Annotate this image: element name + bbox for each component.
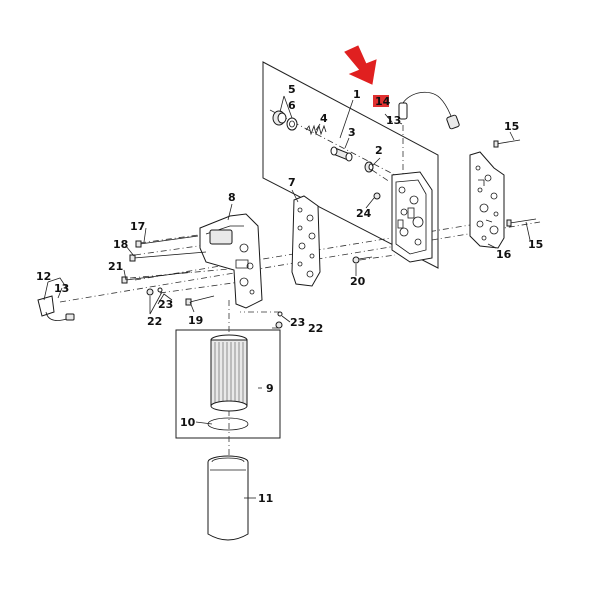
callout-10: 10 xyxy=(180,416,196,429)
part-filter-housing xyxy=(207,455,249,541)
filter-group-frame xyxy=(175,329,281,439)
part-filter-element xyxy=(210,334,248,412)
callout-14: 14 xyxy=(375,95,391,108)
callout-6: 6 xyxy=(288,99,296,112)
part-gasket-plate xyxy=(291,195,321,287)
callout-4: 4 xyxy=(320,112,328,125)
part-bolt-24 xyxy=(373,192,381,200)
callout-numbers: 1 2 3 4 5 6 7 8 9 10 11 12 13 14 13 15 1… xyxy=(36,83,543,505)
callout-22-right: 22 xyxy=(308,322,323,335)
part-cap xyxy=(272,110,287,126)
part-ring xyxy=(286,117,298,131)
part-control-housing xyxy=(199,213,263,309)
callout-3: 3 xyxy=(348,126,356,139)
callout-2: 2 xyxy=(375,144,383,157)
part-plugs xyxy=(146,287,283,329)
callout-8: 8 xyxy=(228,191,236,204)
part-o-ring xyxy=(207,417,249,431)
part-spring xyxy=(305,124,327,136)
part-bolts-left xyxy=(121,235,215,306)
callout-21: 21 xyxy=(108,260,123,273)
callout-18: 18 xyxy=(113,238,128,251)
part-valve-spool xyxy=(330,146,353,162)
callout-15-top: 15 xyxy=(504,120,519,133)
callout-24: 24 xyxy=(356,207,372,220)
callout-5: 5 xyxy=(288,83,296,96)
callout-22-left: 22 xyxy=(147,315,162,328)
callout-leaders xyxy=(43,95,531,499)
callout-16: 16 xyxy=(496,248,512,261)
callout-9: 9 xyxy=(266,382,274,395)
part-separator-plate xyxy=(469,151,505,249)
callout-14-highlight xyxy=(373,95,389,107)
part-valve-body xyxy=(391,171,433,263)
callout-13-right: 13 xyxy=(386,114,401,127)
callout-17: 17 xyxy=(130,220,145,233)
part-sensor-harness xyxy=(398,91,460,130)
callout-15-bottom: 15 xyxy=(528,238,543,251)
part-bolts-15 xyxy=(493,139,537,227)
part-bolt-20 xyxy=(352,256,373,264)
part-fitting xyxy=(364,161,374,173)
callout-23-left: 23 xyxy=(158,298,173,311)
callout-13-left: 13 xyxy=(54,282,69,295)
callout-20: 20 xyxy=(350,275,366,288)
callout-1: 1 xyxy=(353,88,361,101)
callout-12: 12 xyxy=(36,270,51,283)
red-pointer-arrow-icon xyxy=(344,45,377,85)
callout-23-right: 23 xyxy=(290,316,305,329)
callout-7: 7 xyxy=(288,176,296,189)
callout-19: 19 xyxy=(188,314,203,327)
valve-group-frame xyxy=(262,61,439,269)
part-solenoid-connector xyxy=(37,295,75,321)
callout-11: 11 xyxy=(258,492,273,505)
